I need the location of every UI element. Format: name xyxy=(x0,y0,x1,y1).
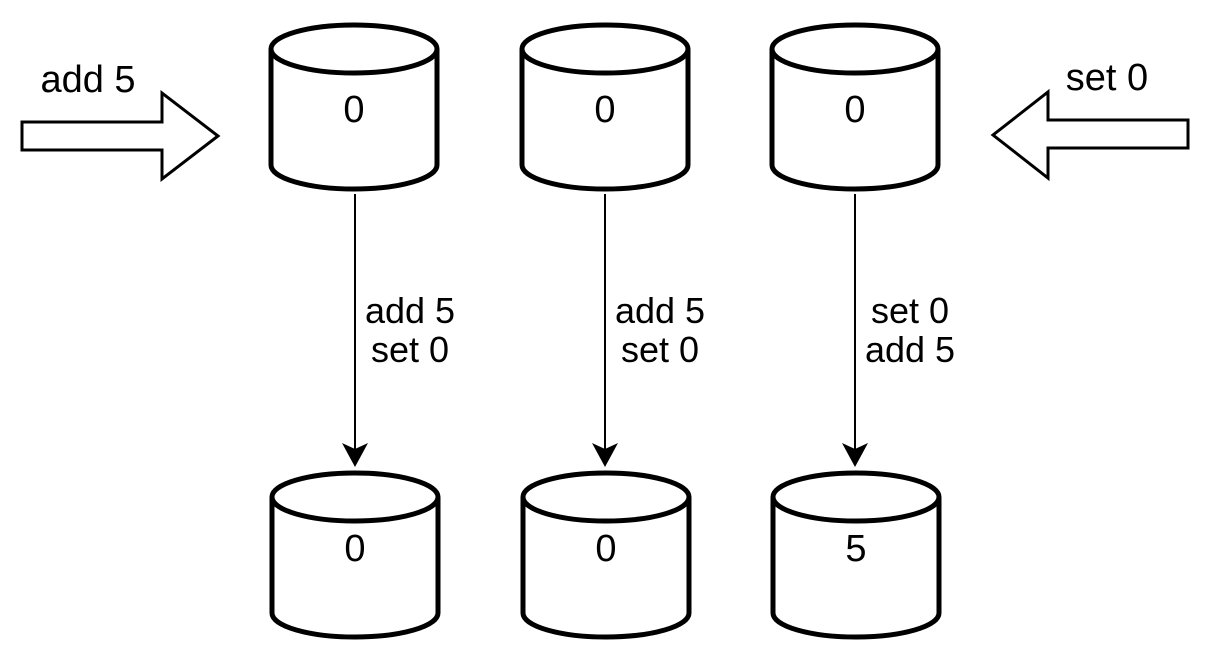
arrowhead-icon xyxy=(592,443,618,467)
cylinder-value: 0 xyxy=(594,89,615,131)
top-cylinder-2 xyxy=(519,22,691,192)
arrowhead-icon xyxy=(842,443,868,467)
set0-input-arrow: set 0 xyxy=(990,57,1190,182)
transition-op-1: set 0 xyxy=(871,290,949,331)
arrowhead-icon xyxy=(342,443,368,467)
transition-op-2: add 5 xyxy=(865,329,955,370)
add5-input-arrow: add 5 xyxy=(20,59,221,183)
bottom-cylinder-3 xyxy=(770,470,942,640)
cylinder-top-ellipse xyxy=(519,22,691,76)
cylinder-body xyxy=(769,49,941,192)
cylinder-value: 0 xyxy=(344,528,365,570)
cylinder-top-ellipse xyxy=(269,470,441,524)
transition-op-1: add 5 xyxy=(365,290,455,331)
transition-op-2: set 0 xyxy=(621,329,699,370)
cylinder-value: 0 xyxy=(844,89,865,131)
cylinder-top-ellipse xyxy=(268,22,440,76)
top-cylinder-1 xyxy=(268,22,440,192)
transition-arrow-1: add 5 set 0 xyxy=(342,194,455,467)
cylinder-value: 0 xyxy=(595,528,616,570)
input-arrow-label: set 0 xyxy=(1066,57,1148,99)
cylinder-top-ellipse xyxy=(770,470,942,524)
cylinder-value: 5 xyxy=(845,528,866,570)
top-cylinder-3 xyxy=(769,22,941,192)
transition-arrow-3: set 0 add 5 xyxy=(842,194,955,467)
cylinder-top-ellipse xyxy=(520,470,692,524)
cylinder-body xyxy=(520,497,692,640)
transition-op-2: set 0 xyxy=(371,329,449,370)
cylinder-top-ellipse xyxy=(769,22,941,76)
input-arrow-label: add 5 xyxy=(40,59,135,101)
transition-arrow-2: add 5 set 0 xyxy=(592,194,705,467)
cylinder-body xyxy=(268,49,440,192)
bottom-cylinder-2 xyxy=(520,470,692,640)
transition-op-1: add 5 xyxy=(615,290,705,331)
cylinder-value: 0 xyxy=(343,89,364,131)
left-block-arrow-icon xyxy=(990,88,1190,182)
cylinder-body xyxy=(770,497,942,640)
cylinder-body xyxy=(519,49,691,192)
bottom-cylinder-1 xyxy=(269,470,441,640)
cylinder-body xyxy=(269,497,441,640)
right-block-arrow-icon xyxy=(20,89,221,183)
